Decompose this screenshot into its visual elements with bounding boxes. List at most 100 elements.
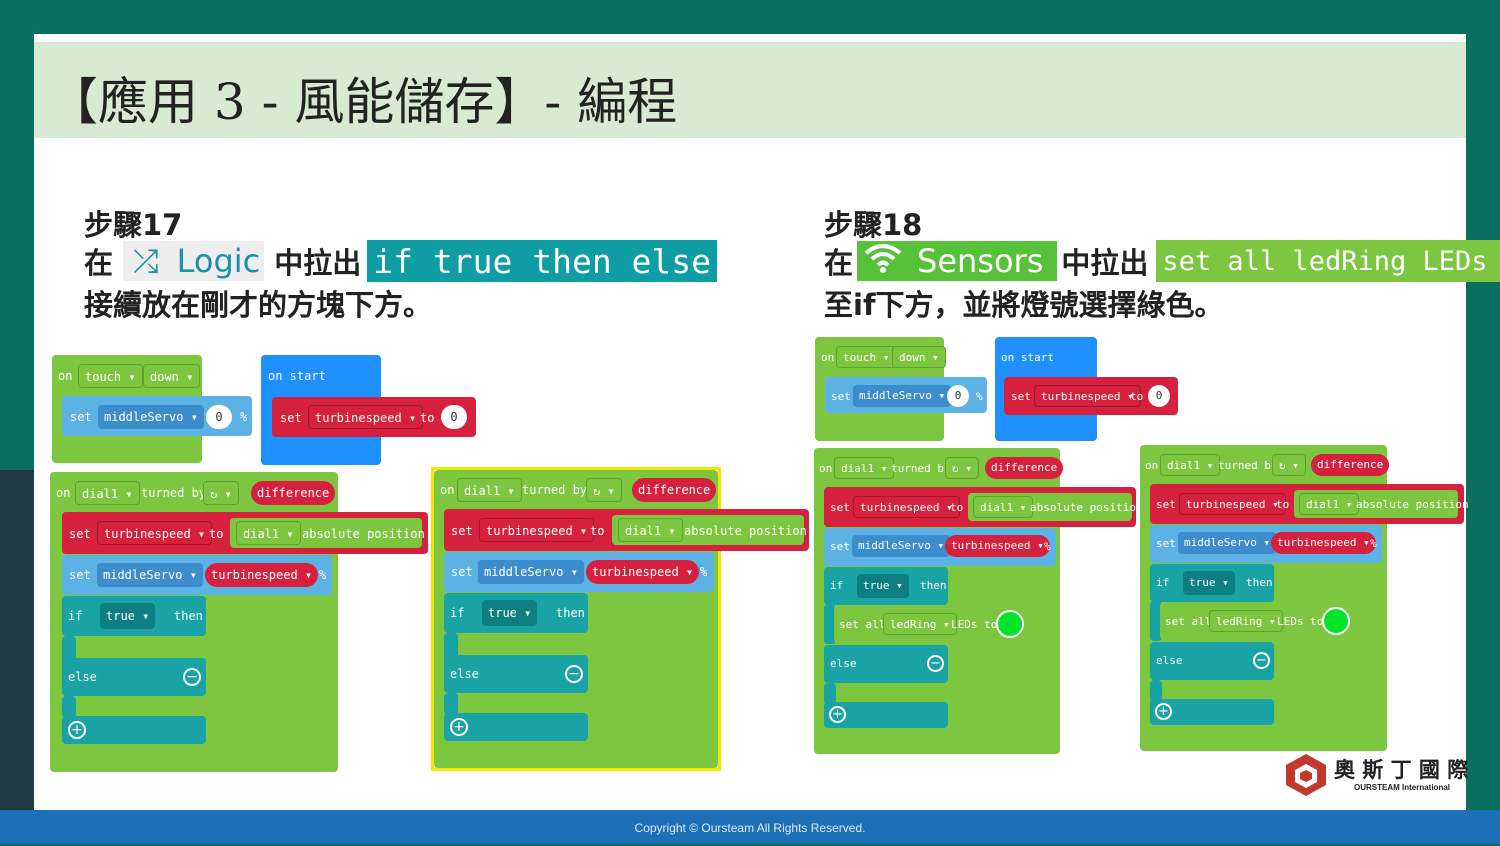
- servo-dropdown[interactable]: middleServo ▾: [478, 560, 584, 584]
- servo-value[interactable]: 0: [206, 405, 232, 429]
- to-label: to: [1130, 390, 1144, 403]
- set-label: set: [69, 527, 91, 541]
- set-label: set: [451, 565, 473, 579]
- absolute-position-label: absolute position: [1030, 501, 1143, 514]
- turbine-variable[interactable]: turbinespeed ▾: [1271, 532, 1376, 554]
- remove-else-icon[interactable]: −: [927, 655, 944, 672]
- set-label: set: [451, 524, 473, 538]
- set-label: set: [1156, 537, 1176, 550]
- then-label: then: [920, 579, 947, 592]
- to-label: to: [1276, 498, 1290, 511]
- remove-else-icon[interactable]: −: [183, 668, 201, 686]
- set-all-label: set all: [839, 618, 886, 631]
- step17-instruction: 在 ⤮ Logic 中拉出 if true then else: [84, 240, 718, 282]
- dial-dropdown[interactable]: dial1 ▾: [1299, 493, 1360, 515]
- turbine-variable[interactable]: turbinespeed ▾: [945, 535, 1050, 557]
- turbine-dropdown[interactable]: turbinespeed ▾: [308, 405, 424, 429]
- step18-instruction: 在 Sensors 中拉出 set all ledRing LEDs to: [824, 240, 1500, 282]
- true-dropdown[interactable]: true ▾: [857, 574, 909, 598]
- if-arm: [1150, 601, 1162, 641]
- to-label: to: [950, 501, 964, 514]
- else-label: else: [1156, 654, 1183, 667]
- add-branch-icon[interactable]: +: [1155, 703, 1172, 720]
- else-arm: [824, 683, 836, 705]
- cube-logo-icon: [1286, 754, 1326, 796]
- set-label: set: [69, 568, 91, 582]
- servo-dropdown[interactable]: middleServo ▾: [1178, 532, 1277, 554]
- servo-dropdown[interactable]: middleServo ▾: [97, 563, 203, 587]
- remove-else-icon[interactable]: −: [565, 665, 583, 683]
- dial-dropdown[interactable]: dial1 ▾: [834, 457, 895, 479]
- turbine-initial-value[interactable]: 0: [441, 405, 467, 429]
- true-dropdown[interactable]: true ▾: [1183, 571, 1235, 595]
- selection-highlight: [431, 467, 721, 771]
- led-color-picker[interactable]: [996, 610, 1024, 638]
- turbine-dropdown[interactable]: turbinespeed ▾: [1034, 385, 1141, 407]
- true-dropdown[interactable]: true ▾: [482, 600, 538, 626]
- touch-dropdown[interactable]: touch ▾: [836, 346, 897, 368]
- step18-heading: 步驟18: [824, 208, 923, 242]
- percent-label: %: [1044, 540, 1051, 553]
- copyright-text: Copyright © Oursteam All Rights Reserved…: [634, 821, 866, 835]
- true-dropdown[interactable]: true ▾: [100, 603, 156, 629]
- to-label: to: [590, 524, 605, 538]
- if-then-else-chip: if true then else: [367, 240, 718, 282]
- top-banner: [0, 0, 1500, 34]
- difference-param[interactable]: difference: [985, 457, 1064, 479]
- to-label: to: [209, 527, 224, 541]
- difference-param[interactable]: difference: [251, 481, 336, 505]
- servo-dropdown[interactable]: middleServo ▾: [853, 385, 952, 407]
- wifi-icon: [863, 241, 903, 281]
- turbine-dropdown[interactable]: turbinespeed ▾: [97, 521, 213, 545]
- turbine-variable[interactable]: turbinespeed ▾: [205, 563, 319, 587]
- shuffle-icon: ⤮: [133, 241, 159, 280]
- on-label: on: [56, 486, 71, 500]
- servo-dropdown[interactable]: middleServo ▾: [852, 535, 951, 557]
- add-branch-icon[interactable]: +: [829, 706, 846, 723]
- on-label: on: [440, 483, 455, 497]
- turbine-initial-value[interactable]: 0: [1148, 385, 1170, 407]
- rotate-dropdown[interactable]: ↻ ▾: [203, 481, 239, 505]
- else-block: [444, 655, 588, 693]
- set-all-leds-chip: set all ledRing LEDs to: [1156, 240, 1500, 282]
- logic-category-chip: ⤮ Logic: [123, 241, 265, 281]
- servo-value[interactable]: 0: [947, 385, 969, 407]
- led-color-picker[interactable]: [1322, 607, 1350, 635]
- down-dropdown[interactable]: down ▾: [892, 346, 946, 368]
- then-label: then: [556, 606, 585, 620]
- on-label: on: [819, 462, 833, 475]
- add-branch-icon[interactable]: +: [450, 718, 468, 736]
- dial-dropdown[interactable]: dial1 ▾: [1160, 454, 1221, 476]
- rotate-dropdown[interactable]: ↻ ▾: [945, 457, 979, 479]
- difference-param[interactable]: difference: [1311, 454, 1390, 476]
- logo-chinese-name: 奧 斯 丁 國 際: [1334, 758, 1469, 782]
- dial-dropdown[interactable]: dial1 ▾: [618, 518, 683, 542]
- on-label: on: [821, 351, 835, 364]
- servo-dropdown[interactable]: middleServo ▾: [98, 405, 204, 429]
- rotate-dropdown[interactable]: ↻ ▾: [1272, 454, 1306, 476]
- else-arm: [1150, 680, 1162, 702]
- rotate-dropdown[interactable]: ↻ ▾: [586, 478, 622, 502]
- dial-dropdown[interactable]: dial1 ▾: [236, 521, 301, 545]
- add-branch-icon[interactable]: +: [68, 721, 86, 739]
- dial-dropdown[interactable]: dial1 ▾: [75, 481, 140, 505]
- turbine-dropdown[interactable]: turbinespeed ▾: [853, 496, 960, 518]
- ledring-dropdown[interactable]: ledRing ▾: [883, 613, 957, 635]
- percent-label: %: [1370, 537, 1377, 550]
- dial-dropdown[interactable]: dial1 ▾: [973, 496, 1034, 518]
- turbine-dropdown[interactable]: turbinespeed ▾: [479, 518, 595, 542]
- dial-dropdown[interactable]: dial1 ▾: [457, 478, 522, 502]
- if-arm: [824, 604, 836, 644]
- turbine-dropdown[interactable]: turbinespeed ▾: [1179, 493, 1286, 515]
- step17-line3: 接續放在剛才的方塊下方。: [84, 288, 433, 322]
- remove-else-icon[interactable]: −: [1253, 652, 1270, 669]
- down-dropdown[interactable]: down ▾: [143, 364, 201, 388]
- then-label: then: [1246, 576, 1273, 589]
- percent-label: %: [319, 568, 327, 582]
- touch-dropdown[interactable]: touch ▾: [78, 364, 143, 388]
- logic-label: Logic: [176, 242, 261, 280]
- difference-param[interactable]: difference: [632, 478, 717, 502]
- percent-label: %: [240, 410, 248, 424]
- ledring-dropdown[interactable]: ledRing ▾: [1209, 610, 1283, 632]
- turbine-variable[interactable]: turbinespeed ▾: [586, 560, 700, 584]
